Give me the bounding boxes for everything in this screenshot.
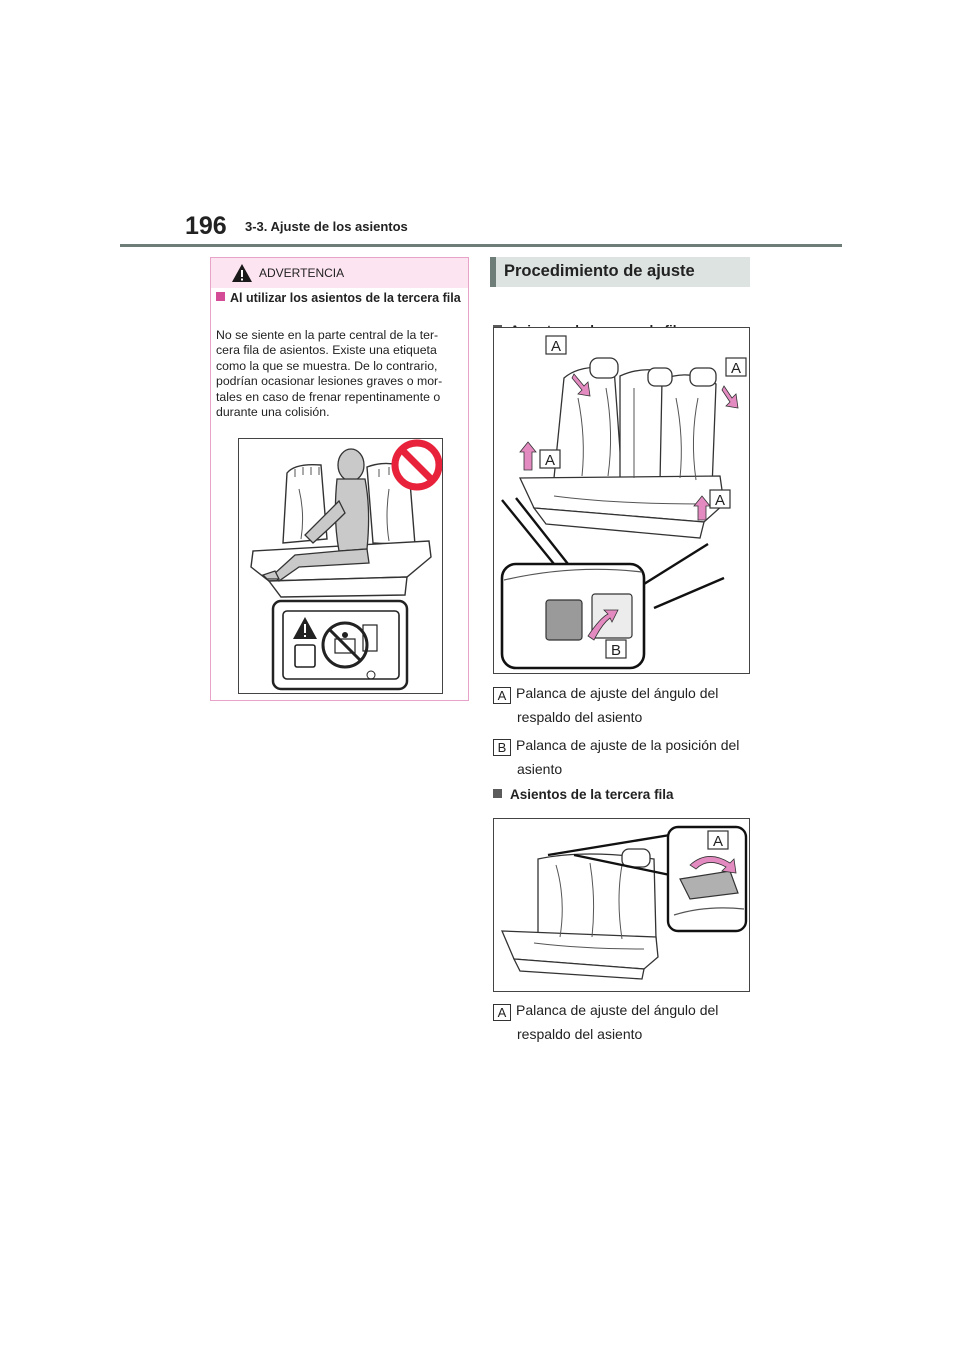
warning-label: ADVERTENCIA <box>259 266 345 280</box>
page-number: 196 <box>185 212 227 240</box>
warning-line: como la que se muestra. De lo contrario, <box>216 358 438 373</box>
second-row-figure: A A A A B <box>493 327 750 674</box>
callout-a: A <box>545 452 555 469</box>
warning-triangle-icon <box>232 264 252 282</box>
warning-box: ADVERTENCIA Al utilizar los asientos de … <box>210 257 469 701</box>
warning-line: No se siente en la parte central de la t… <box>216 328 439 342</box>
warning-line: cera fila de asientos. Existe una etique… <box>216 343 437 358</box>
procedure-header-bar <box>490 257 496 287</box>
callout-a: A <box>731 360 741 377</box>
third-row-figure: A <box>493 818 750 992</box>
square-bullet-icon <box>216 292 225 301</box>
warning-line: durante una colisión. <box>216 405 330 420</box>
callout-b: B <box>611 642 621 659</box>
header-rule <box>120 244 842 247</box>
warning-subheading: Al utilizar los asientos de la tercera f… <box>216 291 461 306</box>
callout-a: A <box>715 492 725 509</box>
legend-key-a: A <box>493 687 511 704</box>
warning-illustration <box>238 438 443 694</box>
section-title: 3-3. Ajuste de los asientos <box>245 219 408 234</box>
third-row-heading: Asientos de la tercera fila <box>493 787 674 802</box>
warning-line: podrían ocasionar lesiones graves o mor- <box>216 374 443 389</box>
callout-a: A <box>713 833 723 850</box>
procedure-header: Procedimiento de ajuste <box>490 257 750 287</box>
callout-a: A <box>551 338 561 355</box>
warning-line: tales en caso de frenar repentinamente o <box>216 389 441 404</box>
square-bullet-icon <box>493 789 502 798</box>
legend-key-a: A <box>493 1004 511 1021</box>
legend-key-b: B <box>493 739 511 756</box>
warning-header: ADVERTENCIA <box>211 258 468 288</box>
warning-body: No se siente en la parte central de la t… <box>216 328 462 420</box>
procedure-title: Procedimiento de ajuste <box>504 262 695 280</box>
prohibition-icon <box>391 439 442 491</box>
